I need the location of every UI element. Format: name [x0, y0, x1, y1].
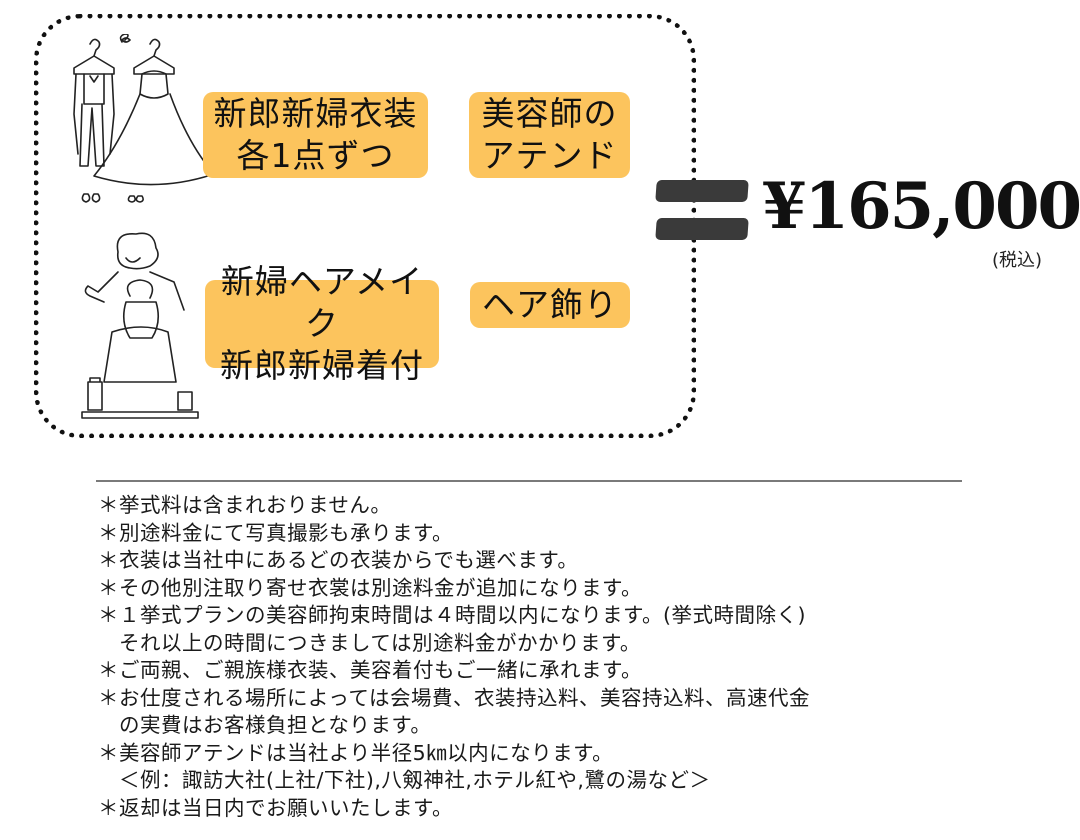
wedding-attire-illustration	[73, 34, 212, 203]
tag-costume: 新郎新婦衣装 各1点ずつ	[203, 92, 428, 178]
tag-attend: 美容師の アテンド	[469, 92, 630, 178]
note-line: ＊その他別注取り寄せ衣裳は別途料金が追加になります。	[98, 575, 642, 600]
package-price: ¥165,000	[762, 169, 1080, 244]
note-line: それ以上の時間につきましては別途料金がかかります。	[98, 630, 641, 655]
tax-note: (税込)	[992, 250, 1043, 271]
note-line: の実費はお客様負担となります。	[98, 713, 432, 737]
notes-list: ＊挙式料は含まれおりません。 ＊別途料金にて写真撮影も承ります。 ＊衣装は当社中…	[98, 492, 1058, 822]
note-line: ＊美容師アテンドは当社より半径5㎞以内になります。	[98, 740, 614, 765]
divider	[96, 480, 962, 482]
equals-sign	[655, 178, 749, 242]
note-line: ＊挙式料は含まれおりません。	[98, 493, 392, 517]
tag-hairmake: 新婦ヘアメイク 新郎新婦着付	[205, 262, 439, 385]
tag-hair-ornament: ヘア飾り	[470, 282, 630, 328]
note-line: ＊１挙式プランの美容師拘束時間は４時間以内になります。(挙式時間除く)	[98, 603, 806, 627]
note-line: ＜例：諏訪大社(上社/下社),八剱神社,ホテル紅や,鷺の湯など＞	[98, 768, 711, 792]
note-line: ＊お仕度される場所によっては会場費、衣装持込料、美容持込料、高速代金	[98, 685, 810, 710]
note-line: ＊ご両親、ご親族様衣装、美容着付もご一緒に承れます。	[98, 658, 642, 682]
hairdresser-illustration	[81, 232, 199, 419]
note-line: ＊返却は当日内でお願いいたします。	[98, 795, 453, 820]
note-line: ＊別途料金にて写真撮影も承ります。	[98, 520, 453, 545]
note-line: ＊衣装は当社中にあるどの衣装からでも選べます。	[98, 548, 579, 572]
